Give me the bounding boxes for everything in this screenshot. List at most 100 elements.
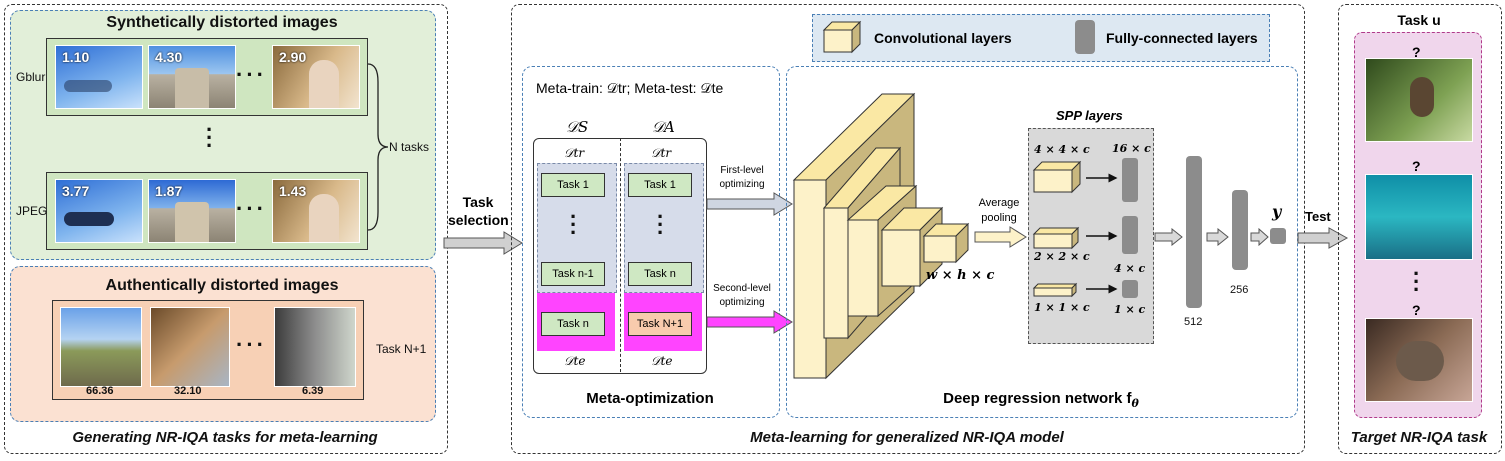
s-task-n: Task n <box>541 312 605 336</box>
authentic-score: 6.39 <box>302 385 324 397</box>
s-task-n-minus-1: Task n-1 <box>541 262 605 286</box>
second-level-arrow <box>706 310 793 334</box>
right-caption: Target NR-IQA task <box>1350 429 1488 446</box>
test-label: Test <box>1305 209 1331 224</box>
fc-legend-label: Fully-connected layers <box>1106 30 1258 46</box>
jpeg-helicopter-image: 3.77 <box>55 179 143 243</box>
a-task-1: Task 1 <box>628 173 692 197</box>
authentic-blurry-image <box>274 307 356 387</box>
dte-label: 𝒟te <box>651 354 673 368</box>
arch-shape <box>175 202 209 242</box>
ellipsis: ··· <box>236 332 267 357</box>
woman-shape <box>309 194 339 242</box>
spp-in-label: 1 × 1 × c <box>1034 301 1090 314</box>
dte-label: 𝒟te <box>564 354 586 368</box>
cat-shape <box>1396 341 1444 381</box>
vertical-ellipsis: ··· <box>206 117 214 158</box>
score-label: 2.90 <box>279 49 307 65</box>
arch-shape <box>175 68 209 108</box>
output-y-label: y <box>1272 202 1282 221</box>
bird-shape <box>1410 77 1434 117</box>
n-tasks-label: N tasks <box>389 140 430 154</box>
whc-label: w × h × c <box>926 268 995 283</box>
left-caption: Generating NR-IQA tasks for meta-learnin… <box>72 429 378 446</box>
score-label: 1.87 <box>155 183 183 199</box>
left-panel <box>4 4 448 454</box>
a-task-n: Task n <box>628 262 692 286</box>
gblur-arch-image: 4.30 <box>148 45 236 109</box>
helicopter-shape <box>64 212 114 226</box>
middle-panel <box>511 4 1305 454</box>
average-pooling-arrow <box>974 226 1027 248</box>
cat-image <box>1365 318 1473 402</box>
fc-256-label: 256 <box>1230 284 1249 296</box>
dtr-label: 𝒟tr <box>651 146 672 160</box>
gblur-woman-image: 2.90 <box>272 45 360 109</box>
theta-subscript: θ <box>1131 397 1139 410</box>
task-selection-label: Task selection <box>448 194 509 228</box>
question-mark: ? <box>1412 158 1421 174</box>
output-node <box>1270 228 1286 244</box>
fc-arrow <box>1206 228 1229 246</box>
score-label: 1.43 <box>279 183 307 199</box>
n-tasks-brace <box>367 63 389 231</box>
spp-fc-16 <box>1122 158 1138 202</box>
task-selection-arrow <box>443 231 523 255</box>
fc-512-layer <box>1186 156 1202 308</box>
task-u-label: Task u <box>1397 12 1441 28</box>
meta-header: Meta-train: 𝒟tr; Meta-test: 𝒟te <box>536 80 724 96</box>
ellipsis: ··· <box>236 62 267 87</box>
spp-fc-4 <box>1122 216 1138 254</box>
conv-layers-stack <box>792 92 970 380</box>
question-mark: ? <box>1412 302 1421 318</box>
right-panel <box>1338 4 1502 454</box>
authentic-score: 32.10 <box>174 385 202 397</box>
meta-optimization-caption: Meta-optimization <box>586 390 714 407</box>
vertical-ellipsis: ··· <box>570 204 578 245</box>
woman-shape <box>309 60 339 108</box>
helicopter-shape <box>64 80 112 92</box>
deep-regression-caption: Deep regression network fθ <box>786 390 1296 410</box>
spp-out-label: 16 × c <box>1112 142 1151 155</box>
authentic-title: Authentically distorted images <box>105 277 339 294</box>
authentic-doll-image <box>150 307 230 387</box>
spp-in-label: 4 × 4 × c <box>1034 143 1090 156</box>
jpeg-woman-image: 1.43 <box>272 179 360 243</box>
gblur-label: Gblur <box>16 70 46 84</box>
question-mark: ? <box>1412 44 1421 60</box>
first-level-arrow <box>706 192 793 216</box>
spp-to-fc-arrow <box>1154 228 1183 246</box>
jpeg-arch-image: 1.87 <box>148 179 236 243</box>
caption-text: Deep regression network f <box>943 390 1132 407</box>
authentic-park-image <box>60 307 142 387</box>
middle-caption: Meta-learning for generalized NR-IQA mod… <box>750 429 1064 446</box>
fc-arrow <box>1250 228 1269 246</box>
ellipsis: ··· <box>236 196 267 221</box>
underwater-image <box>1365 174 1473 260</box>
spp-cube-2x2 <box>1032 226 1080 250</box>
score-label: 3.77 <box>62 183 90 199</box>
meta-table-divider <box>620 138 621 372</box>
meta-optimization-panel <box>522 66 780 418</box>
legend-box <box>812 14 1270 62</box>
vertical-ellipsis: ··· <box>657 204 665 245</box>
fc-256-layer <box>1232 190 1248 270</box>
average-pooling-label: Average pooling <box>978 197 1020 224</box>
spp-out-label: 1 × c <box>1114 303 1146 316</box>
da-label: 𝒟A <box>652 118 675 136</box>
spp-out-label: 4 × c <box>1114 262 1146 275</box>
second-level-label: Second-level optimizing <box>713 283 771 308</box>
task-n-plus-1-label: Task N+1 <box>376 342 427 356</box>
ds-label: 𝒟S <box>566 118 589 136</box>
synthetic-title: Synthetically distorted images <box>106 14 338 31</box>
spp-cube-4x4 <box>1032 160 1082 194</box>
spp-in-label: 2 × 2 × c <box>1034 250 1090 263</box>
vertical-ellipsis: ··· <box>1413 261 1421 302</box>
authentic-score: 66.36 <box>86 385 114 397</box>
score-label: 4.30 <box>155 49 183 65</box>
s-task-1: Task 1 <box>541 173 605 197</box>
conv-legend-label: Convolutional layers <box>874 30 1012 46</box>
fc-legend-icon <box>1075 20 1095 54</box>
score-label: 1.10 <box>62 49 90 65</box>
jpeg-label: JPEG <box>16 204 48 218</box>
